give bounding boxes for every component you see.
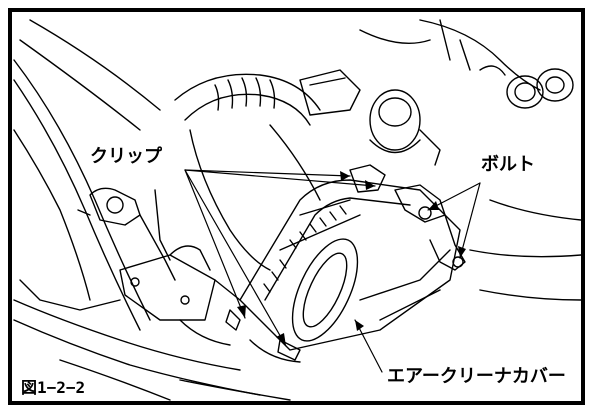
arrowheads [237, 171, 466, 346]
bolt-label: ボルト [478, 156, 538, 174]
intake-duct [174, 73, 321, 271]
left-hoses [13, 19, 291, 401]
leader-lines [184, 169, 481, 373]
air-cleaner-cover-label: エアークリーナカバー [384, 368, 569, 386]
left-bracket [77, 187, 241, 346]
right-bracket [349, 164, 466, 271]
clip-label: クリップ [87, 148, 165, 166]
top-right-parts [299, 19, 581, 301]
bottom-clip [225, 309, 301, 363]
air-cleaner-housing [239, 179, 461, 351]
figure-number: 図1−2−2 [18, 380, 89, 396]
